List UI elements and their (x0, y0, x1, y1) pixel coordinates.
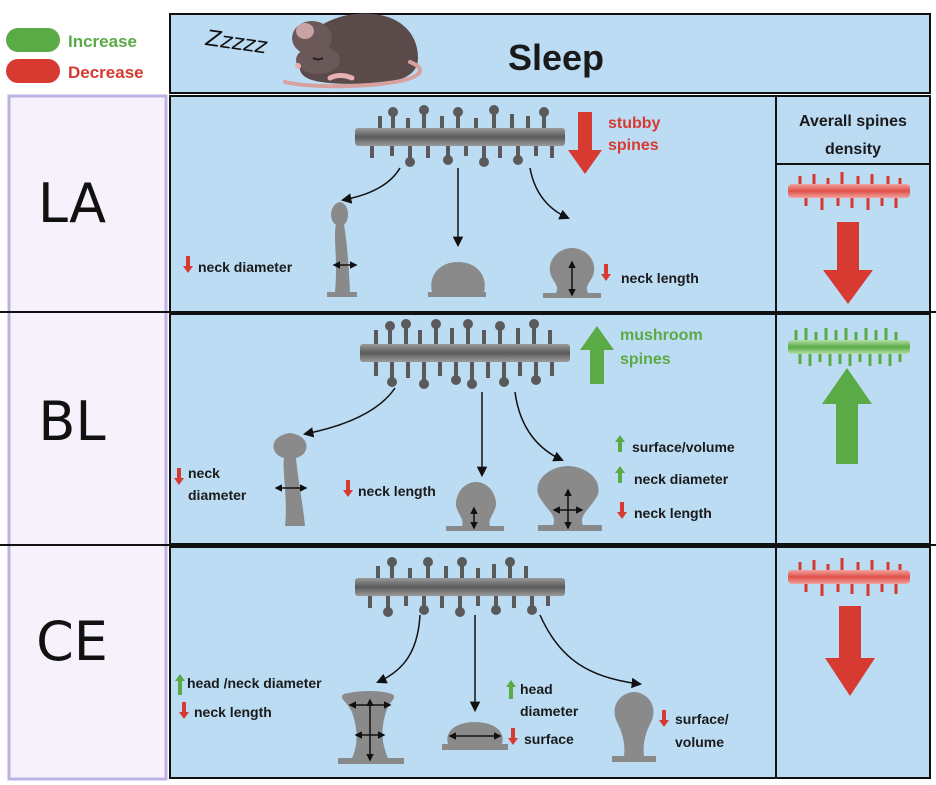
ce-ann1: head /neck diameter (187, 675, 322, 691)
la-branch-arrow (340, 167, 401, 204)
ce-ann4: surface (524, 731, 574, 747)
la-stubby-spine-icon (428, 262, 486, 297)
bl-dendrite-icon (360, 319, 570, 389)
la-density-dendrite-icon (788, 172, 910, 210)
bl-stubby-spine-icon (446, 482, 504, 531)
la-trend-line2: spines (608, 137, 659, 154)
la-thin-spine-icon (327, 202, 358, 297)
ce-ann2: neck length (194, 704, 272, 720)
ce-wide-neck-spine-icon (338, 691, 404, 764)
ce-ann3-line1: head (520, 681, 553, 697)
ce-ann4-arrow-icon (508, 728, 518, 745)
la-branch-arrow (529, 167, 570, 220)
bl-ann5-arrow-icon (617, 502, 627, 519)
bl-ann4: neck diameter (634, 471, 729, 487)
ce-ann3-line2: diameter (520, 703, 579, 719)
ce-branch-arrow (376, 614, 421, 684)
bl-ann1-line2: diameter (188, 487, 247, 503)
la-ann1-arrow-icon (183, 256, 193, 273)
la-ann1: neck diameter (198, 259, 293, 275)
la-ann2-arrow-icon (601, 264, 611, 281)
ce-ann2-arrow-icon (179, 702, 189, 719)
ce-dendrite-icon (355, 557, 565, 617)
bl-ann2: neck length (358, 483, 436, 499)
bl-trend-line2: spines (620, 351, 671, 368)
region-label-bl: BL (38, 390, 105, 453)
region-label-la: LA (38, 172, 106, 235)
ce-branch-arrow (539, 614, 643, 689)
legend-increase-label: Increase (68, 32, 137, 51)
ce-long-spine-icon (612, 692, 656, 762)
bl-branch-arrow (514, 391, 564, 462)
bl-thin-spine-icon (273, 433, 308, 526)
la-decrease-arrow-icon (568, 112, 602, 174)
density-title-line2: density (825, 141, 881, 158)
ce-ann3-arrow-icon (506, 680, 516, 699)
bl-density-increase-arrow-icon (822, 368, 872, 464)
legend-decrease-label: Decrease (68, 63, 144, 82)
legend-increase-swatch (6, 28, 60, 52)
sleeping-mouse-icon (283, 13, 422, 89)
bl-ann1-line1: neck (188, 465, 220, 481)
ce-density-dendrite-icon (788, 558, 910, 596)
ce-density-decrease-arrow-icon (825, 606, 875, 696)
bl-increase-arrow-icon (580, 326, 614, 384)
legend: Increase Decrease (6, 28, 144, 83)
bl-density-dendrite-icon (788, 328, 910, 366)
bl-ann2-arrow-icon (343, 480, 353, 497)
bl-ann3: surface/volume (632, 439, 735, 455)
bl-ann1-arrow-icon (174, 468, 184, 485)
bl-mushroom-spine-icon (537, 466, 602, 531)
ce-ann5-arrow-icon (659, 710, 669, 727)
la-dendrite-icon (355, 105, 565, 167)
la-trend-line1: stubby (608, 115, 661, 132)
density-title-box (775, 95, 931, 165)
region-label-ce: CE (36, 610, 108, 673)
density-title-line1: Averall spines (799, 113, 907, 130)
bl-trend-line1: mushroom (620, 327, 703, 344)
bl-ann4-arrow-icon (615, 466, 625, 483)
bl-ann5: neck length (634, 505, 712, 521)
bl-branch-arrow (302, 387, 396, 438)
bl-ann3-arrow-icon (615, 435, 625, 452)
la-ann2: neck length (621, 270, 699, 286)
la-density-decrease-arrow-icon (823, 222, 873, 304)
ce-stubby-spine-icon (442, 722, 508, 750)
la-mushroom-spine-icon (543, 248, 601, 298)
ce-ann5-line2: volume (675, 734, 724, 750)
region-label-panel (7, 94, 168, 781)
header-title: Sleep (508, 37, 604, 78)
ce-ann5-line1: surface/ (675, 711, 729, 727)
legend-decrease-swatch (6, 59, 60, 83)
ce-ann1-arrow-icon (175, 674, 185, 695)
